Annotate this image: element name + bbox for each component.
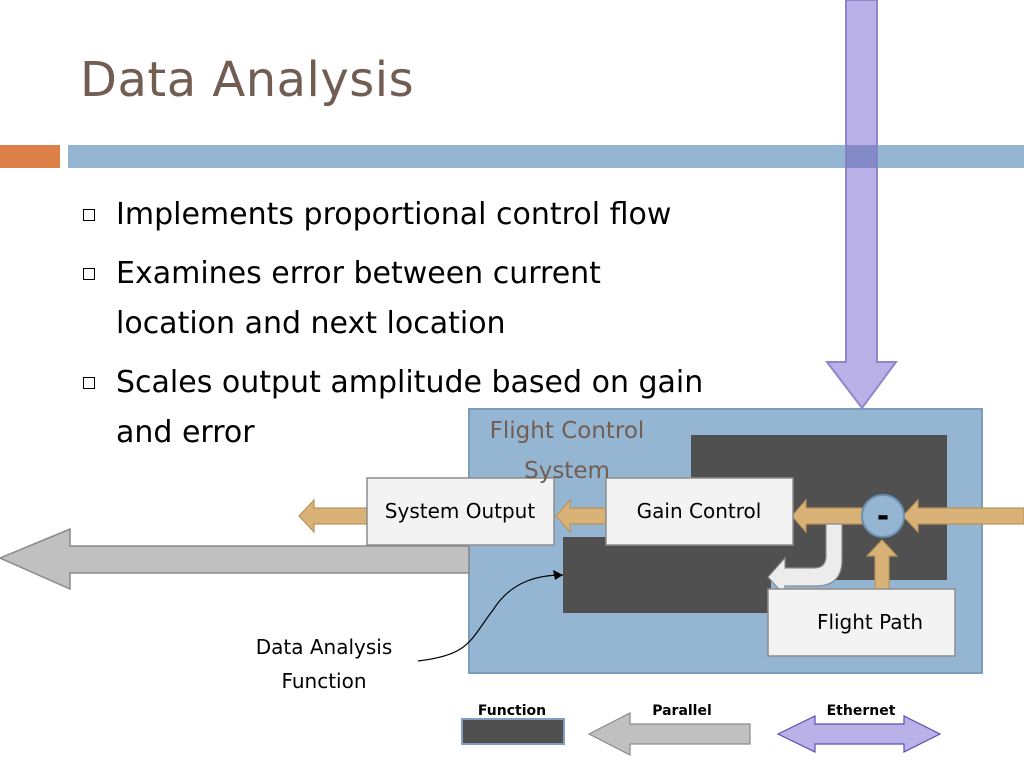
subtract-symbol: -	[877, 499, 889, 534]
legend-ethernet-label: Ethernet	[827, 703, 896, 719]
flight-path-arrow	[865, 539, 899, 591]
square-bullet-icon	[83, 268, 95, 280]
legend-parallel-label: Parallel	[652, 703, 712, 719]
callout-line	[417, 574, 564, 662]
bullet-item: Implements proportional control flow	[80, 190, 740, 240]
system-output-arrow	[298, 498, 368, 534]
data-analysis-function-block	[563, 537, 771, 613]
input-arrow	[902, 498, 1024, 534]
legend-parallel-arrow	[587, 712, 751, 756]
legend-function-label: Function	[478, 703, 546, 719]
bullet-item: Examines error between current location …	[80, 249, 676, 349]
parallel-output-arrow	[0, 527, 470, 591]
arrow-bar-overlap	[846, 145, 877, 168]
bullet-list: Implements proportional control flow Exa…	[80, 190, 740, 467]
gain-control-label: Gain Control	[637, 499, 762, 523]
system-output-box	[366, 477, 555, 546]
gain-output-arrow	[555, 498, 607, 534]
subtract-node	[861, 494, 905, 538]
legend-ethernet-arrow	[776, 715, 942, 753]
bullet-text: Examines error between current location …	[116, 256, 601, 341]
bullet-text: Scales output amplitude based on gain an…	[116, 365, 704, 450]
bullet-item: Scales output amplitude based on gain an…	[80, 358, 716, 458]
system-output-label: System Output	[385, 499, 536, 523]
ethernet-input-arrow	[824, 0, 898, 410]
system-title-line2: System	[524, 458, 610, 484]
flight-path-label: Flight Path	[817, 610, 923, 634]
callout-label-line1: Data Analysis	[256, 635, 393, 659]
error-arrow	[791, 498, 863, 534]
square-bullet-icon	[83, 377, 95, 389]
gain-control-box	[605, 477, 794, 546]
square-bullet-icon	[83, 209, 95, 221]
slide-title: Data Analysis	[80, 52, 415, 108]
bullet-text: Implements proportional control flow	[116, 197, 672, 232]
callout-label-line2: Function	[281, 669, 366, 693]
accent-bar-orange	[0, 145, 60, 168]
callout-arrowhead	[553, 570, 563, 580]
accent-bar-blue	[68, 145, 1024, 168]
system-title-line1: Flight Control	[490, 418, 645, 444]
legend-function-swatch	[461, 718, 565, 745]
feedback-arrow	[767, 523, 843, 598]
flight-path-box	[767, 588, 956, 657]
